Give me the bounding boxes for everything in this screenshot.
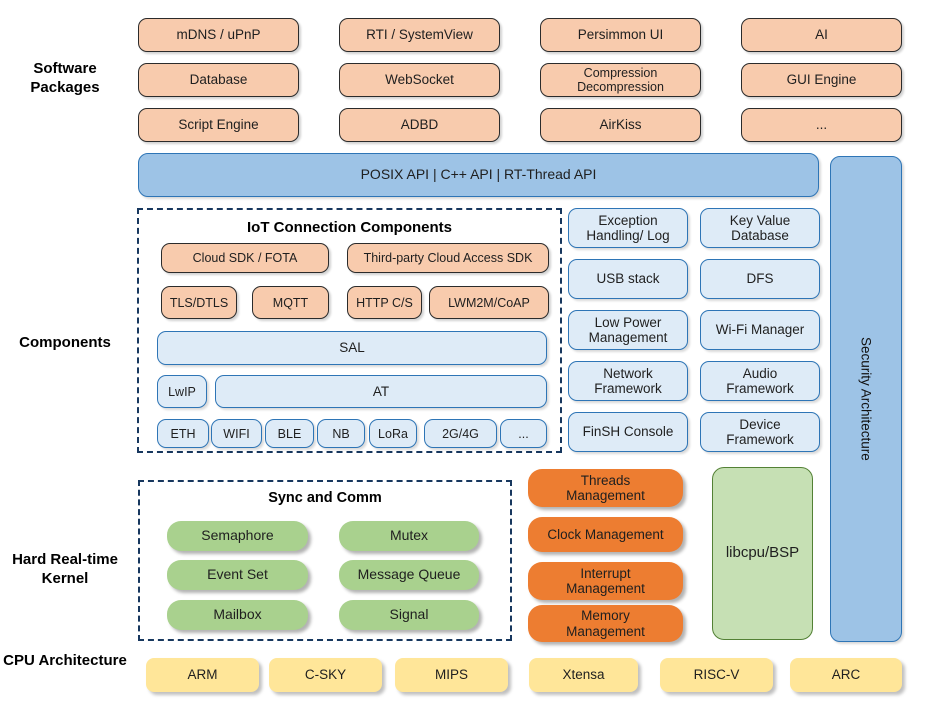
iot-device-lora: LoRa (369, 419, 417, 448)
package-box-gui-engine: GUI Engine (741, 63, 902, 97)
label-hard-real-time-kernel: Hard Real-time Kernel (12, 551, 118, 587)
package-box-airkiss: AirKiss (540, 108, 701, 142)
cpu-box-mips: MIPS (395, 658, 508, 692)
iot-box-sal: SAL (157, 331, 547, 365)
component-wifi-manager: Wi-Fi Manager (700, 310, 820, 350)
sync-box-mailbox: Mailbox (167, 600, 308, 630)
iot-box-at: AT (215, 375, 547, 408)
component-finsh-console: FinSH Console (568, 412, 688, 452)
iot-device-2g4g: 2G/4G (424, 419, 497, 448)
iot-box-third-party-cloud-sdk: Third-party Cloud Access SDK (347, 243, 549, 273)
label-software-packages: Software Packages (30, 60, 100, 96)
package-box-script-engine: Script Engine (138, 108, 299, 142)
iot-device-eth: ETH (157, 419, 209, 448)
iot-title: IoT Connection Components (247, 219, 452, 236)
iot-box-mqtt: MQTT (252, 286, 329, 319)
iot-box-cloud-sdk-fota: Cloud SDK / FOTA (161, 243, 329, 273)
security-architecture-bar: Security Architecture (830, 156, 902, 642)
component-usb-stack: USB stack (568, 259, 688, 299)
sync-box-event-set: Event Set (167, 560, 308, 590)
api-bar: POSIX API | C++ API | RT-Thread API (138, 153, 819, 197)
iot-box-lwm2m-coap: LWM2M/CoAP (429, 286, 549, 319)
iot-box-http-cs: HTTP C/S (347, 286, 422, 319)
cpu-box-csky: C-SKY (269, 658, 382, 692)
iot-device-wifi: WIFI (211, 419, 262, 448)
iot-connection-components-box: IoT Connection Components Cloud SDK / FO… (137, 208, 562, 453)
iot-device-ble: BLE (265, 419, 314, 448)
cpu-box-arm: ARM (146, 658, 259, 692)
label-cpu-architecture: CPU Architecture (3, 652, 127, 669)
sync-and-comm-title: Sync and Comm (268, 490, 382, 506)
package-box-rti-systemview: RTI / SystemView (339, 18, 500, 52)
cpu-box-xtensa: Xtensa (529, 658, 638, 692)
sync-and-comm-box: Sync and Comm Semaphore Mutex Event Set … (138, 480, 512, 641)
package-box-database: Database (138, 63, 299, 97)
iot-device-more: ... (500, 419, 547, 448)
cpu-box-arc: ARC (790, 658, 902, 692)
label-components: Components (19, 334, 111, 351)
component-dfs: DFS (700, 259, 820, 299)
libcpu-bsp-box: libcpu/BSP (712, 467, 813, 640)
package-box-adbd: ADBD (339, 108, 500, 142)
package-box-mdns-upnp: mDNS / uPnP (138, 18, 299, 52)
package-box-websocket: WebSocket (339, 63, 500, 97)
cpu-box-riscv: RISC-V (660, 658, 773, 692)
kernel-box-clock-management: Clock Management (528, 517, 683, 552)
sync-box-signal: Signal (339, 600, 479, 630)
sync-box-message-queue: Message Queue (339, 560, 479, 590)
sync-box-mutex: Mutex (339, 521, 479, 551)
package-box-ai: AI (741, 18, 902, 52)
package-box-more: ... (741, 108, 902, 142)
sync-box-semaphore: Semaphore (167, 521, 308, 551)
iot-box-tls-dtls: TLS/DTLS (161, 286, 237, 319)
iot-box-lwip: LwIP (157, 375, 207, 408)
package-box-persimmon-ui: Persimmon UI (540, 18, 701, 52)
package-box-compression: Compression Decompression (540, 63, 701, 97)
software-packages-grid: mDNS / uPnP RTI / SystemView Persimmon U… (138, 18, 902, 142)
iot-device-nb: NB (317, 419, 365, 448)
